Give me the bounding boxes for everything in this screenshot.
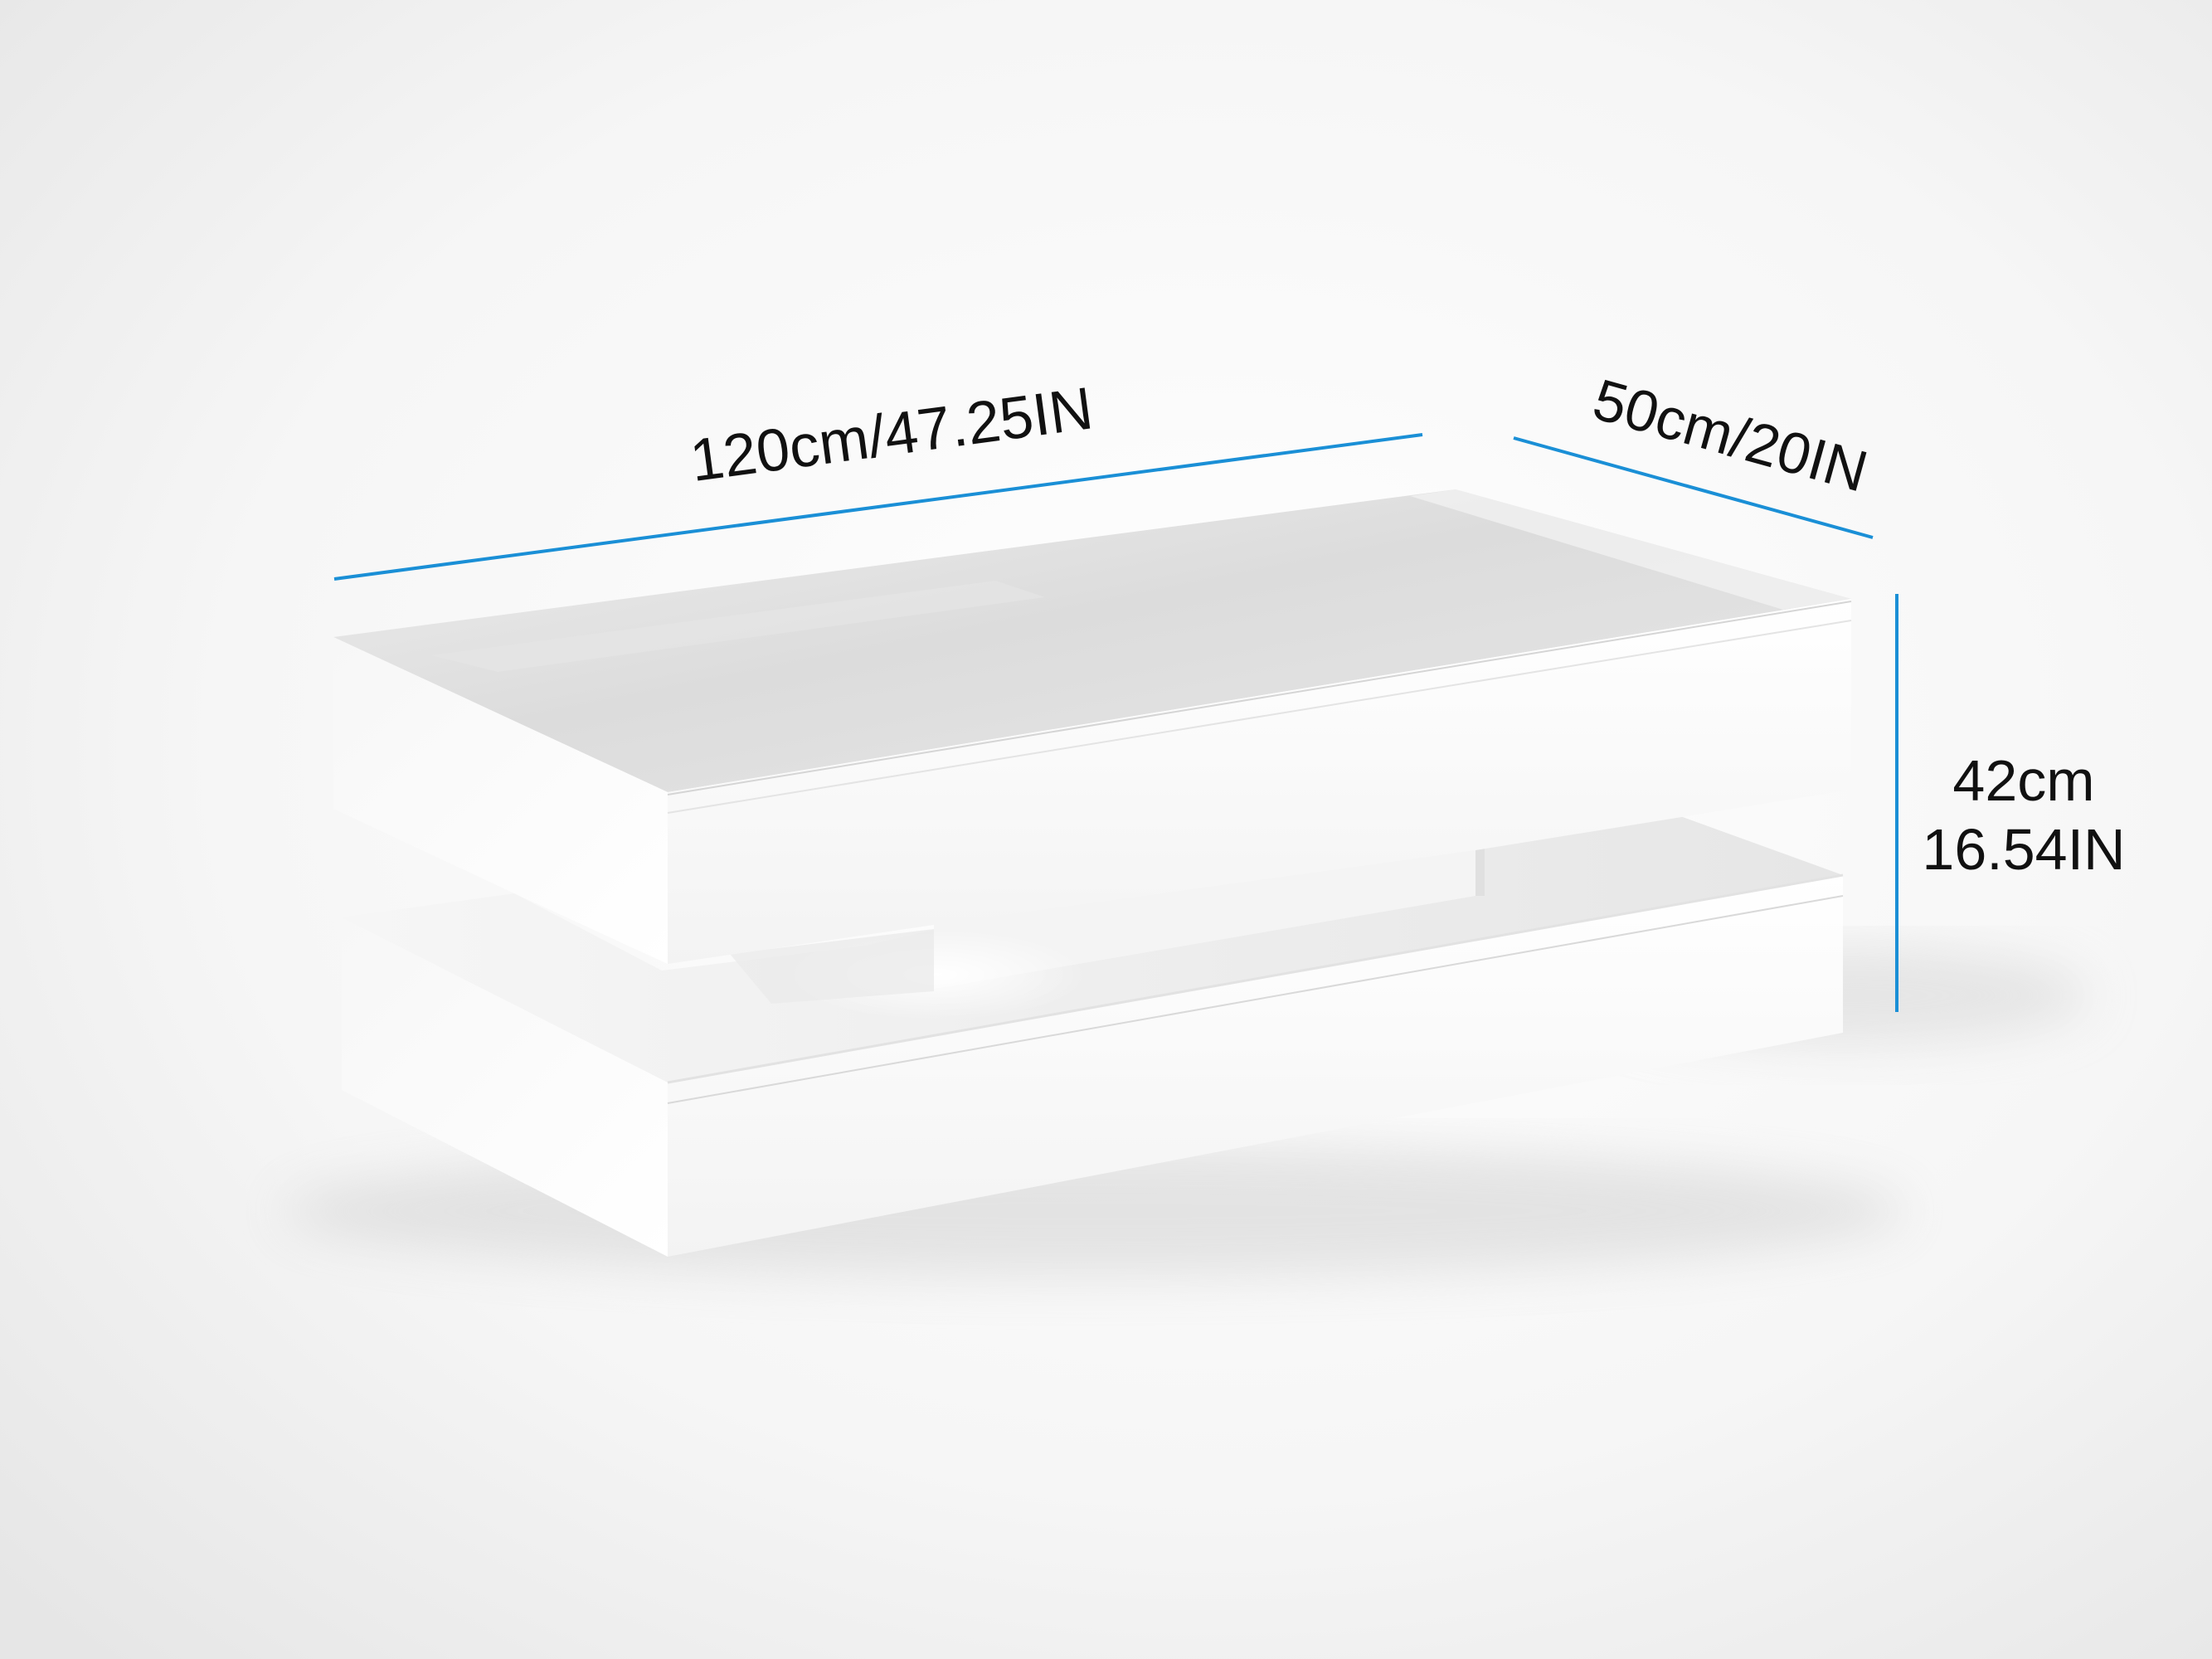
depth-dimension-line <box>1513 436 1874 539</box>
upper-tier-seam <box>667 601 1852 795</box>
center-support-front <box>934 831 1475 989</box>
table-top-gloss <box>1410 489 1851 610</box>
upper-tier-lower-seam <box>667 620 1852 814</box>
lower-tier-seam <box>667 895 1844 1104</box>
lower-tier-front-face <box>668 875 1843 1257</box>
coffee-table <box>333 489 1852 1257</box>
upper-tier-left-face <box>333 637 668 964</box>
table-top-surface <box>333 489 1851 792</box>
upper-tier-front-face <box>668 599 1851 964</box>
lower-tier-edge <box>667 873 1844 1084</box>
height-dimension-label-in: 16.54IN <box>1922 817 2125 882</box>
length-dimension-line <box>333 433 1423 581</box>
led-strip-shadow <box>730 929 934 1004</box>
lower-tier-left-face <box>342 917 668 1257</box>
height-dimension-label-cm: 42cm <box>1952 748 2094 813</box>
table-top-reflection <box>431 581 1045 672</box>
